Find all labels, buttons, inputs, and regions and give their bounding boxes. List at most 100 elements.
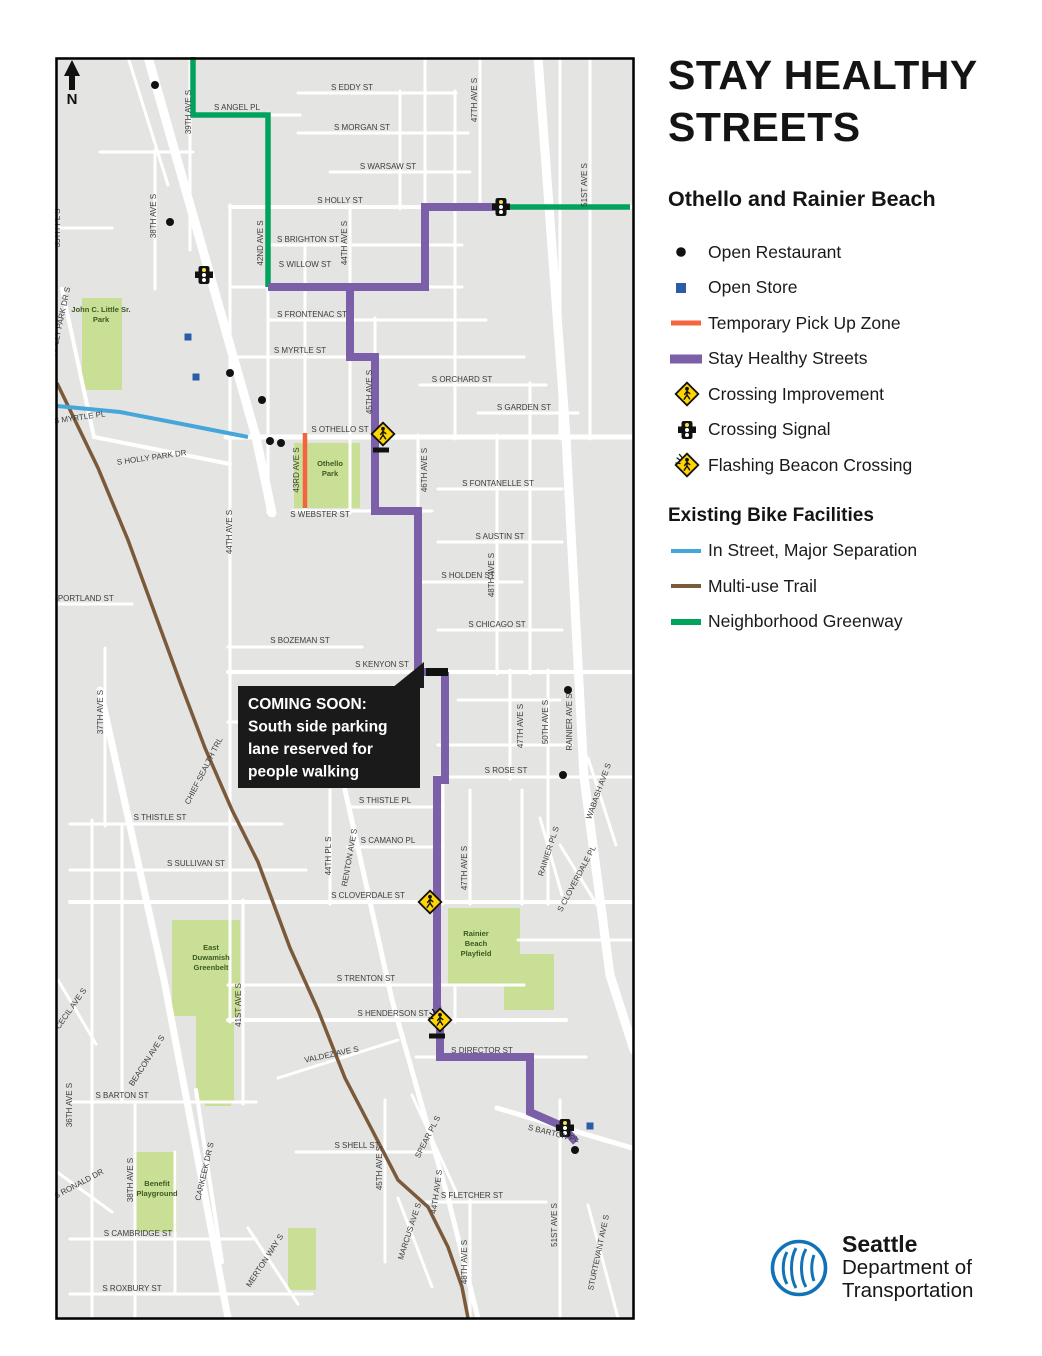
park-label: Beach: [465, 939, 488, 948]
street-line: [586, 756, 618, 847]
restaurant-dot: [564, 686, 572, 694]
street-label: S THISTLE PL: [359, 796, 412, 805]
subtitle: Othello and Rainier Beach: [668, 187, 936, 212]
street-label: 42ND AVE S: [256, 220, 265, 265]
legend-label: Crossing Improvement: [708, 383, 885, 404]
street-label: S HENDERSON ST: [357, 1009, 428, 1018]
street-label: 38TH AVE S: [126, 1158, 135, 1202]
street-label: 45TH AVE S: [365, 370, 374, 414]
legend-item-crossing-improvement: Crossing Improvement: [668, 376, 1018, 412]
person-head: [685, 457, 689, 462]
trail-legend-icon: [668, 572, 708, 600]
park-label: East: [203, 943, 219, 952]
street-label: 50TH AVE S: [541, 700, 550, 744]
sdot-logo-block: Seattle Department of Transportation: [768, 1231, 973, 1303]
beacon-legend-icon: [668, 451, 708, 479]
north-arrow-label: N: [67, 91, 78, 108]
park-area: [135, 1152, 177, 1232]
street-line: [96, 686, 168, 984]
crossing-signal-icon: [195, 266, 213, 284]
shs-legend-icon: [668, 345, 708, 373]
seattle-logo-icon: [770, 1239, 828, 1296]
legend-label: Multi-use Trail: [708, 575, 817, 596]
callout-text: COMING SOON:: [248, 696, 367, 713]
crossing-signal-icon: [556, 1119, 574, 1137]
street-label: 47TH AVE S: [516, 704, 525, 748]
park-label: Park: [93, 315, 110, 324]
street-label: S SULLIVAN ST: [167, 859, 225, 868]
store-symbol: [676, 282, 686, 293]
map: S EDDY STS ANGEL PLS MORGAN STS WARSAW S…: [55, 57, 635, 1320]
legend-item-temporary-pick-up-zone: Temporary Pick Up Zone: [668, 305, 1018, 341]
park-label: Othello: [317, 459, 343, 468]
crossing-legend-glyph: [674, 381, 700, 407]
instreet-legend-glyph: [671, 548, 701, 553]
park-label: Playground: [136, 1189, 178, 1198]
kenyon-route-cap: [426, 668, 448, 676]
street-label: S PORTLAND ST: [55, 594, 114, 603]
signal-light: [563, 1126, 567, 1130]
person-body: [436, 1016, 444, 1026]
signal-light: [685, 432, 689, 437]
instreet-legend-icon: [668, 537, 708, 565]
beacon-legend-glyph: [674, 452, 700, 478]
signal-light: [563, 1131, 567, 1135]
street-label: 35TH PL S: [55, 209, 62, 248]
street-label: S DIRECTOR ST: [451, 1046, 513, 1055]
restaurant-dot: [151, 81, 159, 89]
street-label: 48TH AVE S: [487, 553, 496, 597]
street-label: S AUSTIN ST: [476, 532, 525, 541]
signal-light: [202, 273, 206, 277]
signal-light: [499, 210, 503, 214]
pickup-legend-icon: [668, 309, 708, 337]
north-arrow: N: [64, 60, 80, 108]
street-label: S CLOVERDALE ST: [331, 891, 405, 900]
crossing-signal-icon: [492, 198, 510, 216]
callout-text: lane reserved for: [248, 741, 373, 758]
instreet-line: [671, 548, 701, 553]
street-label: S EDDY ST: [331, 83, 373, 92]
greenway-legend-icon: [668, 608, 708, 636]
park-area: [288, 1228, 316, 1290]
street-label: 38TH AVE S: [149, 194, 158, 238]
park-label: Duwamish: [192, 953, 230, 962]
street-label: S WEBSTER ST: [290, 510, 350, 519]
street-label: 36TH AVE S: [65, 1083, 74, 1127]
map-border: [55, 57, 635, 1320]
person-head: [685, 386, 689, 391]
crossing-improvement-icon: [417, 889, 443, 915]
restaurant-dot: [226, 369, 234, 377]
signal-arm-left: [195, 271, 199, 278]
street-label: S HOLLY ST: [317, 196, 363, 205]
street-line: [251, 432, 277, 518]
legend-label: In Street, Major Separation: [708, 540, 918, 561]
pickup-symbol: [671, 320, 701, 326]
street-label: 47TH AVE S: [470, 78, 479, 122]
street-line: [246, 1226, 300, 1306]
street-label: S BARTON ST: [95, 1091, 148, 1100]
store-legend-glyph: [676, 282, 686, 293]
signal-light: [685, 422, 689, 427]
beacon-symbol: [674, 452, 700, 478]
signal-light: [563, 1121, 567, 1125]
title-line1: STAY HEALTHY: [668, 52, 978, 98]
signal-arm-right: [570, 1124, 574, 1131]
signal-legend-icon: [668, 416, 708, 444]
street-label: 43RD AVE S: [292, 447, 301, 492]
store-square: [586, 1122, 594, 1130]
street-label: 48TH AVE S: [460, 1240, 469, 1284]
legend-label: Open Store: [708, 277, 798, 298]
instreet-symbol: [671, 548, 701, 553]
restaurant-dot: [571, 1146, 579, 1154]
callout-pointer: [392, 662, 424, 688]
signal-arm-right: [209, 271, 213, 278]
route-multi-use-trail: [55, 382, 470, 1319]
coming-soon-callout: COMING SOON: South side parking lane reser…: [238, 662, 424, 788]
signal-arm-right: [692, 426, 696, 433]
route-neighborhood-greenway-layer: [190, 57, 630, 287]
callout-text: South side parking: [248, 719, 388, 736]
poi-layer: [151, 81, 594, 1154]
